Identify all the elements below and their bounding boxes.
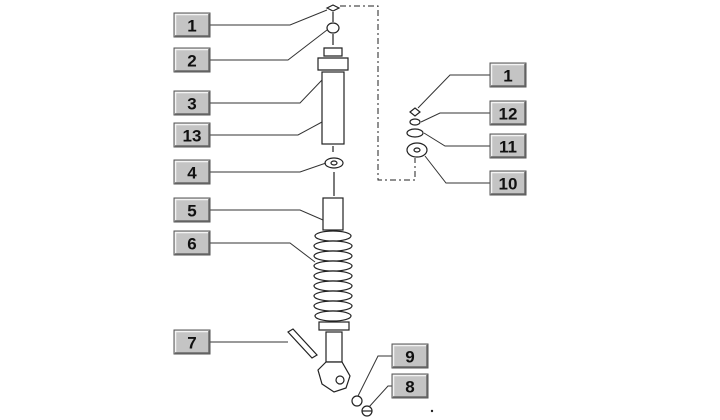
callout-number: 4 <box>187 164 197 183</box>
callout-c6[interactable]: 6 <box>173 230 211 256</box>
part-nut-top <box>325 4 341 12</box>
callout-box <box>489 100 527 126</box>
callout-number: 10 <box>499 175 518 194</box>
part-washer-9 <box>351 395 363 407</box>
callout-number: 5 <box>187 202 196 221</box>
part-spring <box>313 230 353 331</box>
callout-c5[interactable]: 5 <box>173 197 211 223</box>
callout-number: 11 <box>499 138 517 157</box>
callout-box <box>489 170 527 196</box>
callout-number: 13 <box>183 127 202 146</box>
part-bolt <box>287 328 318 359</box>
callout-c10[interactable]: 10 <box>489 170 527 196</box>
callout-number: 7 <box>187 334 196 353</box>
callout-number: 8 <box>405 378 414 397</box>
callout-box <box>173 159 211 185</box>
callout-box <box>173 122 211 148</box>
callout-c7[interactable]: 7 <box>173 329 211 355</box>
callout-box <box>173 12 211 38</box>
callout-box <box>173 230 211 256</box>
callout-box <box>173 90 211 116</box>
callout-box <box>173 329 211 355</box>
alignment-line <box>340 5 416 181</box>
callout-number: 2 <box>187 52 196 71</box>
callout-c4[interactable]: 4 <box>173 159 211 185</box>
part-bushing <box>326 22 340 34</box>
callout-c9[interactable]: 9 <box>391 343 429 369</box>
callout-number: 1 <box>187 17 196 36</box>
callout-box <box>489 62 527 88</box>
callout-number: 3 <box>187 95 196 114</box>
callout-box <box>489 133 527 159</box>
callout-number: 6 <box>187 235 196 254</box>
callout-c3[interactable]: 3 <box>173 90 211 116</box>
shock-absorber-parts <box>287 4 434 417</box>
callout-box <box>173 197 211 223</box>
callout-box <box>173 47 211 73</box>
part-lower-eye <box>317 361 351 393</box>
part-washer-12 <box>409 118 421 126</box>
callout-c1[interactable]: 1 <box>173 12 211 38</box>
callout-c13[interactable]: 13 <box>173 122 211 148</box>
leader-lines <box>210 9 490 408</box>
callout-box <box>391 343 429 369</box>
callout-c12[interactable]: 12 <box>489 100 527 126</box>
callout-c1b[interactable]: 1 <box>489 62 527 88</box>
part-nut-right <box>409 107 421 117</box>
part-damper <box>322 197 344 231</box>
callout-number: 1 <box>503 67 512 86</box>
part-washer-11 <box>406 128 424 138</box>
callout-c11[interactable]: 11 <box>489 133 527 159</box>
callout-c8[interactable]: 8 <box>391 373 429 399</box>
callout-number: 9 <box>405 348 414 367</box>
callout-number: 12 <box>499 105 518 124</box>
part-cap <box>323 47 343 57</box>
part-body <box>321 71 345 145</box>
callout-c2[interactable]: 2 <box>173 47 211 73</box>
callout-box <box>391 373 429 399</box>
